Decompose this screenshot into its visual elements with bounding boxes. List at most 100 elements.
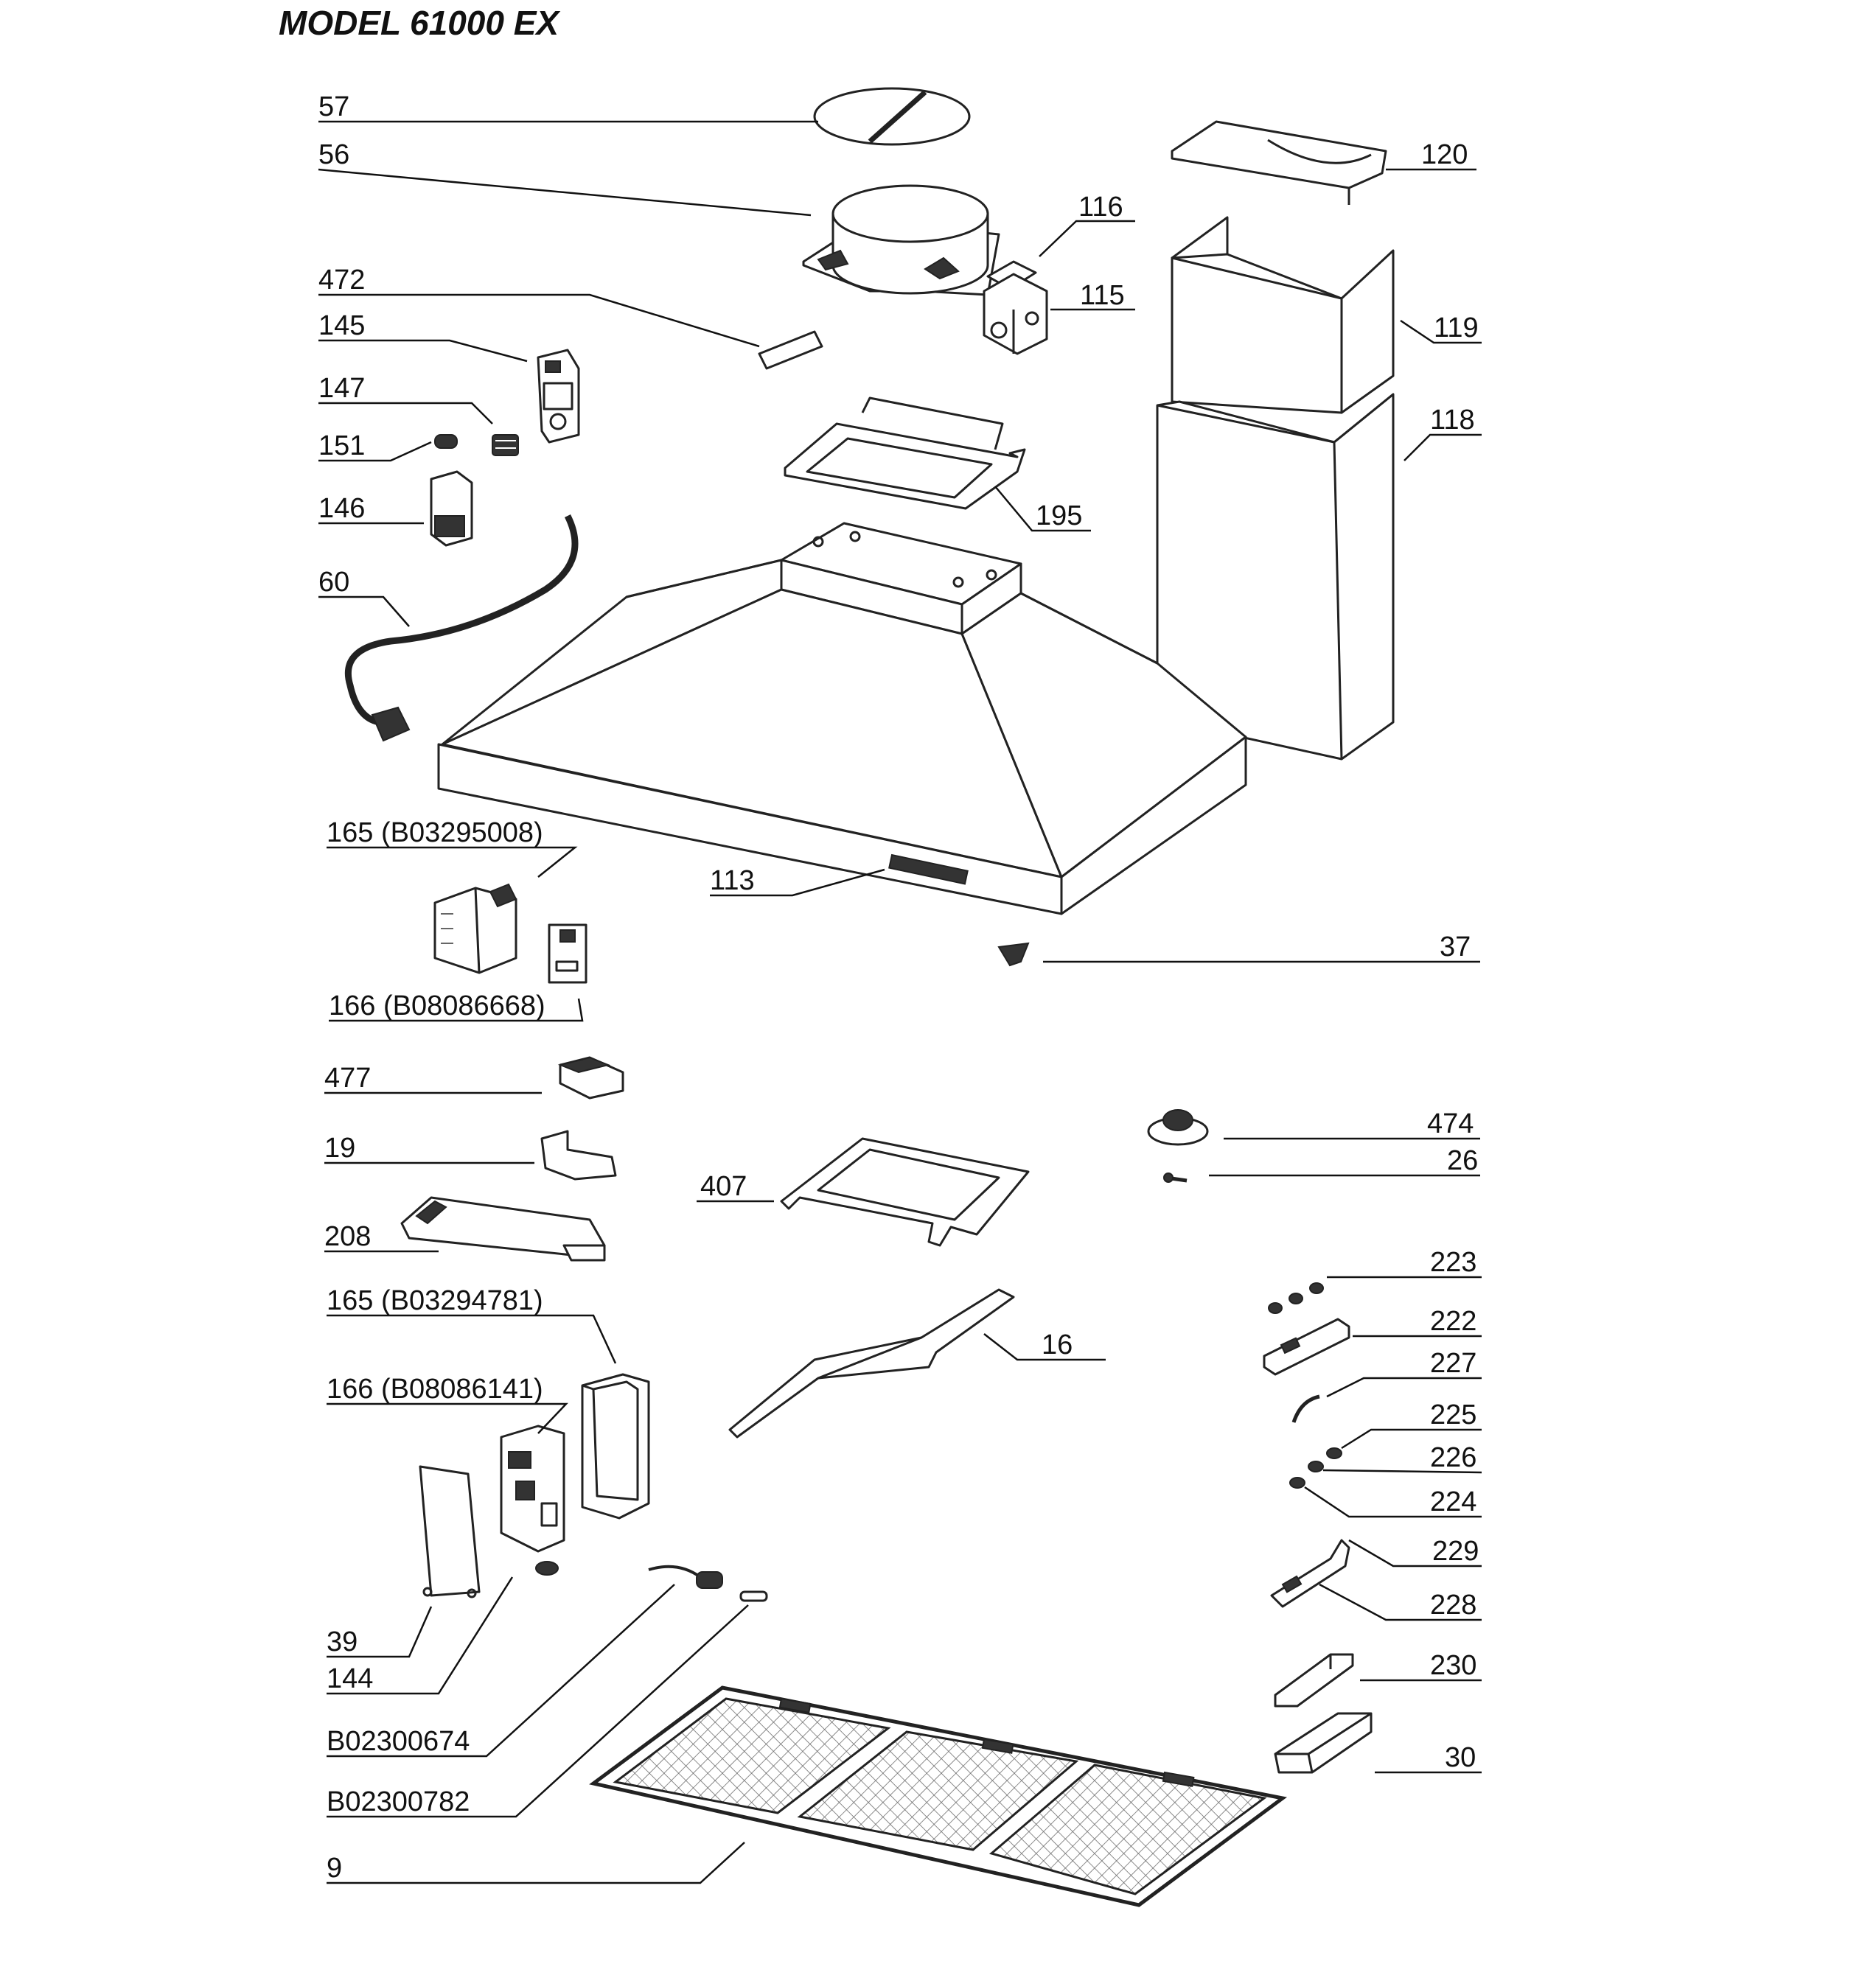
label-116: 116 [1078,192,1123,223]
part-225-226-224-buttons-drawing [1289,1447,1342,1489]
callout-223: 223 [1327,1247,1482,1279]
callout-166b: 166 (B08086141) [327,1374,568,1434]
part-165b-box-drawing [581,1373,650,1520]
callout-230: 230 [1360,1650,1482,1682]
label-118: 118 [1430,405,1475,436]
callout-37: 37 [1043,932,1480,963]
part-151-spring-drawing [434,434,458,449]
label-57: 57 [318,91,349,122]
part-118-lower-chimney-drawing [1156,393,1395,761]
callout-39: 39 [327,1606,433,1658]
label-195: 195 [1036,500,1082,531]
part-166a-pcb-drawing [548,923,587,984]
part-b02300782-bulb-drawing [739,1590,768,1602]
label-9: 9 [327,1853,342,1884]
model-title: MODEL 61000 EX [279,4,560,42]
callout-144: 144 [327,1576,514,1695]
label-60: 60 [318,567,349,598]
callout-208: 208 [324,1221,439,1253]
callout-227: 227 [1326,1348,1482,1398]
part-57-disc-drawing [813,87,971,146]
callout-119: 119 [1400,312,1482,344]
label-144: 144 [327,1663,373,1694]
callout-26: 26 [1209,1145,1480,1177]
callout-30: 30 [1375,1742,1482,1774]
label-222: 222 [1430,1306,1476,1337]
callout-474: 474 [1224,1108,1480,1140]
label-165a: 165 (B03295008) [327,817,543,848]
callout-147: 147 [318,373,493,424]
callout-19: 19 [324,1133,534,1164]
label-230: 230 [1430,1650,1476,1681]
part-hood-body-drawing [437,522,1247,915]
callout-60: 60 [318,567,410,627]
label-146: 146 [318,493,365,524]
callout-16: 16 [983,1329,1106,1361]
part-407-frame-drawing [780,1137,1030,1247]
callout-9: 9 [327,1842,745,1884]
callout-229: 229 [1348,1536,1482,1568]
label-227: 227 [1430,1348,1476,1379]
callout-151: 151 [318,430,432,462]
callout-224: 224 [1304,1486,1482,1518]
label-407: 407 [700,1171,747,1202]
part-472-plate-drawing [758,330,823,370]
part-165a-box-drawing [433,883,517,974]
label-151: 151 [318,430,365,461]
callout-165b: 165 (B03294781) [327,1285,617,1364]
part-19-bracket-drawing [540,1130,617,1181]
label-208: 208 [324,1221,371,1252]
label-113: 113 [710,865,755,896]
callout-222: 222 [1353,1306,1482,1338]
part-195-mounting-frame-drawing [784,396,1026,510]
part-230-lamp-cover-drawing [1274,1653,1354,1708]
label-226: 226 [1430,1442,1476,1473]
label-477: 477 [324,1063,371,1094]
label-472: 472 [318,265,365,296]
part-b02300674-lamp-socket-drawing [648,1565,723,1589]
part-229-228-bracket-drawing [1270,1539,1350,1608]
part-39-cover-plate-drawing [419,1465,481,1598]
part-166b-pcb-drawing [500,1425,565,1553]
label-166a: 166 (B08086668) [329,990,545,1021]
label-224: 224 [1430,1486,1476,1517]
callout-166a: 166 (B08086668) [329,990,584,1022]
callout-146: 146 [318,493,424,525]
part-477-cap-drawing [557,1056,624,1100]
callout-145: 145 [318,310,528,363]
part-16-deflector-drawing [728,1288,1015,1439]
part-26-screw-drawing [1163,1173,1188,1183]
part-116-115-junction-box-drawing [983,260,1048,355]
callout-165a: 165 (B03295008) [327,817,578,878]
callout-56: 56 [318,139,812,217]
part-474-knob-drawing [1147,1109,1209,1146]
label-16: 16 [1042,1329,1073,1360]
callout-228: 228 [1319,1583,1482,1621]
label-474: 474 [1427,1108,1474,1139]
part-145-switch-drawing [537,349,580,444]
callout-225: 225 [1341,1399,1482,1450]
callout-195: 195 [994,486,1091,532]
callout-116: 116 [1039,192,1135,257]
label-147: 147 [318,373,365,404]
callout-120: 120 [1386,139,1476,171]
callout-407: 407 [697,1171,774,1203]
label-229: 229 [1432,1536,1479,1567]
part-120-top-bracket-drawing [1171,120,1387,205]
callout-b02300674: B02300674 [327,1584,675,1758]
part-9-grease-filters-drawing [589,1685,1288,1907]
part-222-switch-bar-drawing [1263,1318,1350,1376]
part-147-spring-drawing [492,434,519,456]
callout-115: 115 [1050,280,1135,311]
label-30: 30 [1445,1742,1476,1773]
part-60-power-cord-drawing [344,514,579,742]
part-208-ballast-drawing [400,1196,606,1262]
label-115: 115 [1080,280,1125,311]
part-119-upper-chimney-drawing [1171,216,1395,414]
callout-57: 57 [318,91,818,123]
callout-b02300782: B02300782 [327,1604,749,1818]
label-26: 26 [1447,1145,1478,1176]
part-30-trim-drawing [1274,1712,1373,1774]
callout-472: 472 [318,265,760,348]
